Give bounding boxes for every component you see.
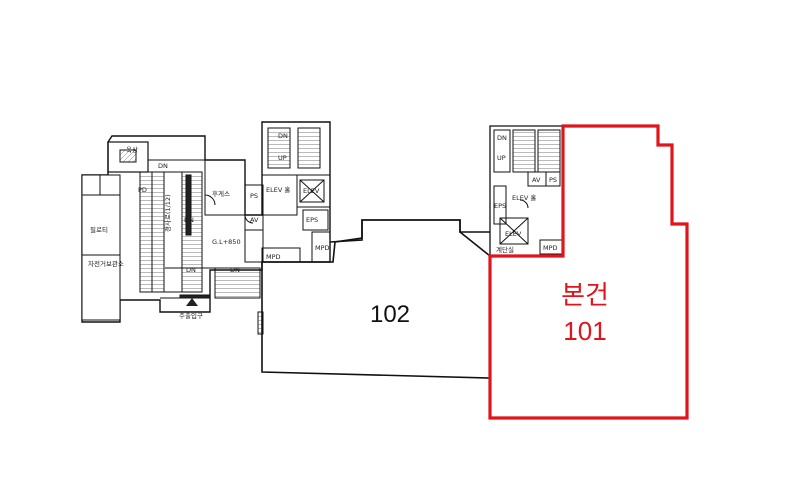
right-elev-hall-label: ELEV 홀 <box>512 193 536 202</box>
entrance-label: 주출입구 <box>179 311 203 320</box>
rooftop-label: 옥상 <box>126 145 138 154</box>
unit-101-outline <box>488 124 689 420</box>
right-av-label: AV <box>532 176 541 184</box>
bicycle-label: 자전거보관소 <box>88 259 124 268</box>
dn-stair2-label: DN <box>230 266 240 274</box>
mpd-label: MPD <box>315 244 330 252</box>
right-eps-label: EPS <box>494 202 506 210</box>
pd-label: PD <box>138 186 147 194</box>
right-up-label: UP <box>497 154 506 162</box>
right-ps-label: PS <box>549 176 557 184</box>
ramp-vertical-label: 경사로(1/12) <box>163 194 172 232</box>
level-label: G.L+850 <box>212 238 241 246</box>
storage-label: 후게스 <box>212 189 230 198</box>
elev-hall-label: ELEV 홀 <box>266 185 290 194</box>
up-right-label: UP <box>278 154 287 162</box>
unit-101-title: 본건 <box>561 280 609 310</box>
right-core-drawing <box>489 125 564 257</box>
mpd2-label: MPD <box>266 253 281 261</box>
dn-top-label: DN <box>158 162 168 170</box>
unit-102-label: 102 <box>370 301 410 328</box>
left-core-drawing <box>81 121 331 335</box>
left-core-labels: 옥상 DN DN UP 후게스 ELEV 홀 ELEV 필로티 자전거보관소 P… <box>88 132 330 320</box>
right-elevator-label: ELEV <box>505 230 522 238</box>
eps-label: EPS <box>306 216 318 224</box>
dn-right-label: DN <box>278 132 288 140</box>
dn-left-label: DN <box>186 266 196 274</box>
garden-label: 필로티 <box>90 225 108 234</box>
unit-101-number: 101 <box>563 316 606 346</box>
right-mpd-label: MPD <box>543 244 558 252</box>
av-label: AV <box>250 216 259 224</box>
right-core-labels: DN UP AV PS EPS ELEV 홀 ELEV MPD 계단실 <box>494 134 558 254</box>
unit-102-top-edge <box>329 219 490 243</box>
right-stair-room-label: 계단실 <box>496 245 514 254</box>
right-dn-label: DN <box>497 134 507 142</box>
unit-102-outline <box>261 219 491 379</box>
elevator-label: ELEV <box>303 187 320 195</box>
ps-label: PS <box>250 192 258 200</box>
dn-mid-label: DN <box>184 216 194 224</box>
